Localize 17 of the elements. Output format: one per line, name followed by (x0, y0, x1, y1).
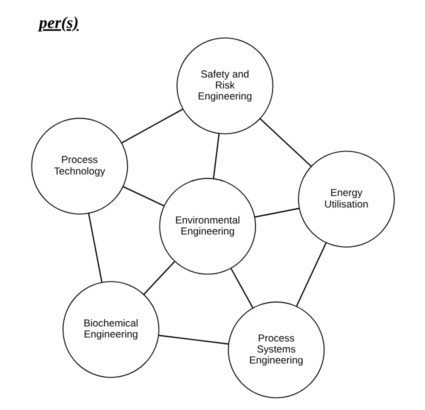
diagram-title: per(s) (38, 13, 78, 32)
connector (230, 268, 253, 308)
connector (212, 134, 220, 178)
node-circle: Process Technology (30, 118, 128, 215)
connector (122, 186, 164, 206)
connector (158, 334, 228, 345)
node-circle: Environmental Engineering (158, 178, 256, 275)
node-circle: Biochemical Engineering (62, 281, 159, 378)
connector (254, 208, 299, 218)
connector (88, 213, 102, 282)
connector (120, 108, 183, 144)
node-circle: Process Systems Engineering (227, 302, 324, 398)
node-circle: Safety and Risk Engineering (176, 38, 273, 134)
connector (295, 242, 326, 307)
connector (259, 118, 312, 167)
connector (142, 261, 175, 295)
node-circle: Energy Utilisation (298, 150, 394, 248)
